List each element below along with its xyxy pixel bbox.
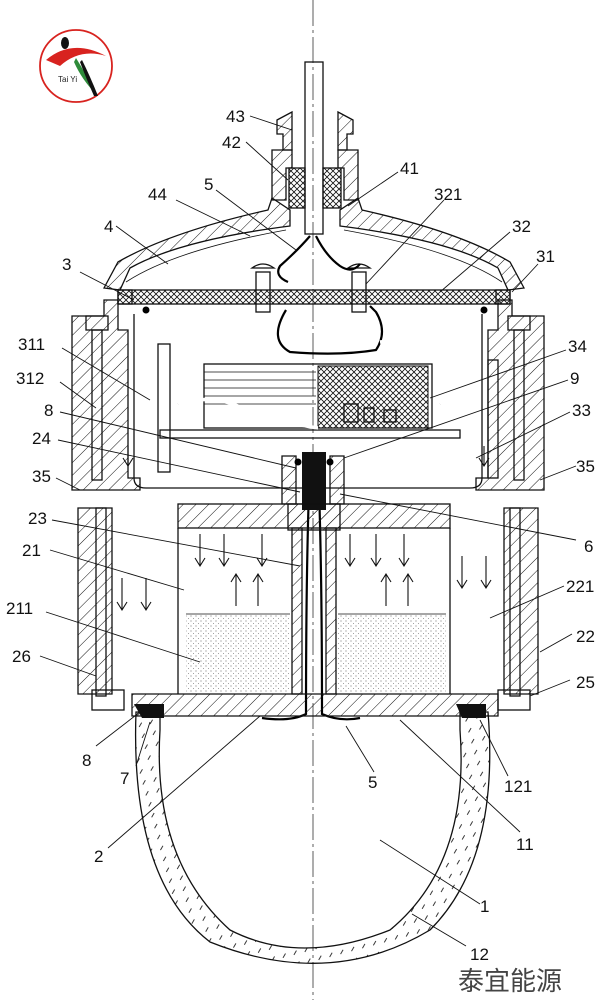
label-4: 4 (104, 217, 113, 236)
label-32: 32 (512, 217, 531, 236)
lower-wall-right (503, 507, 539, 695)
circuit-assembly-34 (159, 363, 461, 439)
label-5-top: 5 (204, 175, 213, 194)
lower-body-2 (77, 503, 539, 717)
board-33 (159, 429, 461, 439)
logo-black-stroke (80, 60, 98, 96)
label-33: 33 (572, 401, 591, 420)
plate-32 (117, 289, 511, 305)
label-1: 1 (480, 897, 489, 916)
label-312: 312 (16, 369, 44, 388)
housing-wall-right (475, 299, 545, 491)
plate-bolts (117, 263, 511, 314)
label-6: 6 (584, 537, 593, 556)
cable (304, 61, 324, 235)
housing-wall-left (71, 299, 141, 491)
label-8-bottom: 8 (82, 751, 91, 770)
gland-nut-r (337, 110, 354, 151)
bulb-rim-left (134, 704, 164, 718)
logo-head (61, 37, 69, 49)
inner-pin-l (157, 343, 171, 473)
label-221: 221 (566, 577, 594, 596)
pcb-xhatch (317, 365, 429, 429)
inner-pin-r (487, 359, 499, 479)
label-23: 23 (28, 509, 47, 528)
label-321: 321 (434, 185, 462, 204)
reference-numerals: 43 42 41 5 44 321 4 32 3 31 311 34 312 9… (6, 107, 595, 964)
top-dome-outer (102, 196, 291, 291)
label-41: 41 (400, 159, 419, 178)
leader-lines (39, 115, 577, 947)
label-42: 42 (222, 133, 241, 152)
label-21: 21 (22, 541, 41, 560)
logo-text: Tai Yi (58, 75, 77, 84)
glass-bulb-12 (134, 704, 491, 964)
label-311: 311 (18, 335, 45, 354)
top-dome-outer-r (339, 196, 526, 291)
label-11: 11 (516, 835, 534, 854)
label-211: 211 (6, 599, 33, 618)
label-43: 43 (226, 107, 245, 126)
sand-211 (186, 614, 290, 692)
label-7: 7 (120, 769, 129, 788)
label-9: 9 (570, 369, 579, 388)
top-cover-4 (102, 196, 526, 314)
label-5-bottom: 5 (368, 773, 377, 792)
gland-nut (276, 110, 293, 151)
label-44: 44 (148, 185, 167, 204)
label-35-left: 35 (32, 467, 51, 486)
seal-42-r (322, 167, 342, 209)
taiyi-logo: Tai Yi (39, 29, 113, 103)
top-dome-inner-r (343, 229, 503, 283)
label-3: 3 (62, 255, 71, 274)
label-25: 25 (576, 673, 595, 692)
top-dome-inner-l (125, 229, 287, 283)
airflow-arrows (116, 446, 492, 612)
lower-wall-left (77, 507, 113, 695)
bulb-rim-right (456, 704, 486, 718)
label-8-top: 8 (44, 401, 53, 420)
center-tube-23 (291, 527, 303, 695)
inner-cyl-top (177, 503, 451, 529)
label-24: 24 (32, 429, 51, 448)
label-12: 12 (470, 945, 489, 964)
label-2: 2 (94, 847, 103, 866)
logo-red-wing (46, 47, 106, 66)
label-26: 26 (12, 647, 31, 666)
base-plate (131, 693, 499, 717)
label-31: 31 (536, 247, 555, 266)
pcb-fins (204, 371, 316, 405)
label-35-right: 35 (576, 457, 595, 476)
watermark-text: 泰宜能源 (458, 967, 562, 997)
seal-42-l (288, 167, 306, 209)
label-121: 121 (504, 777, 532, 796)
label-22: 22 (576, 627, 595, 646)
label-34: 34 (568, 337, 587, 356)
